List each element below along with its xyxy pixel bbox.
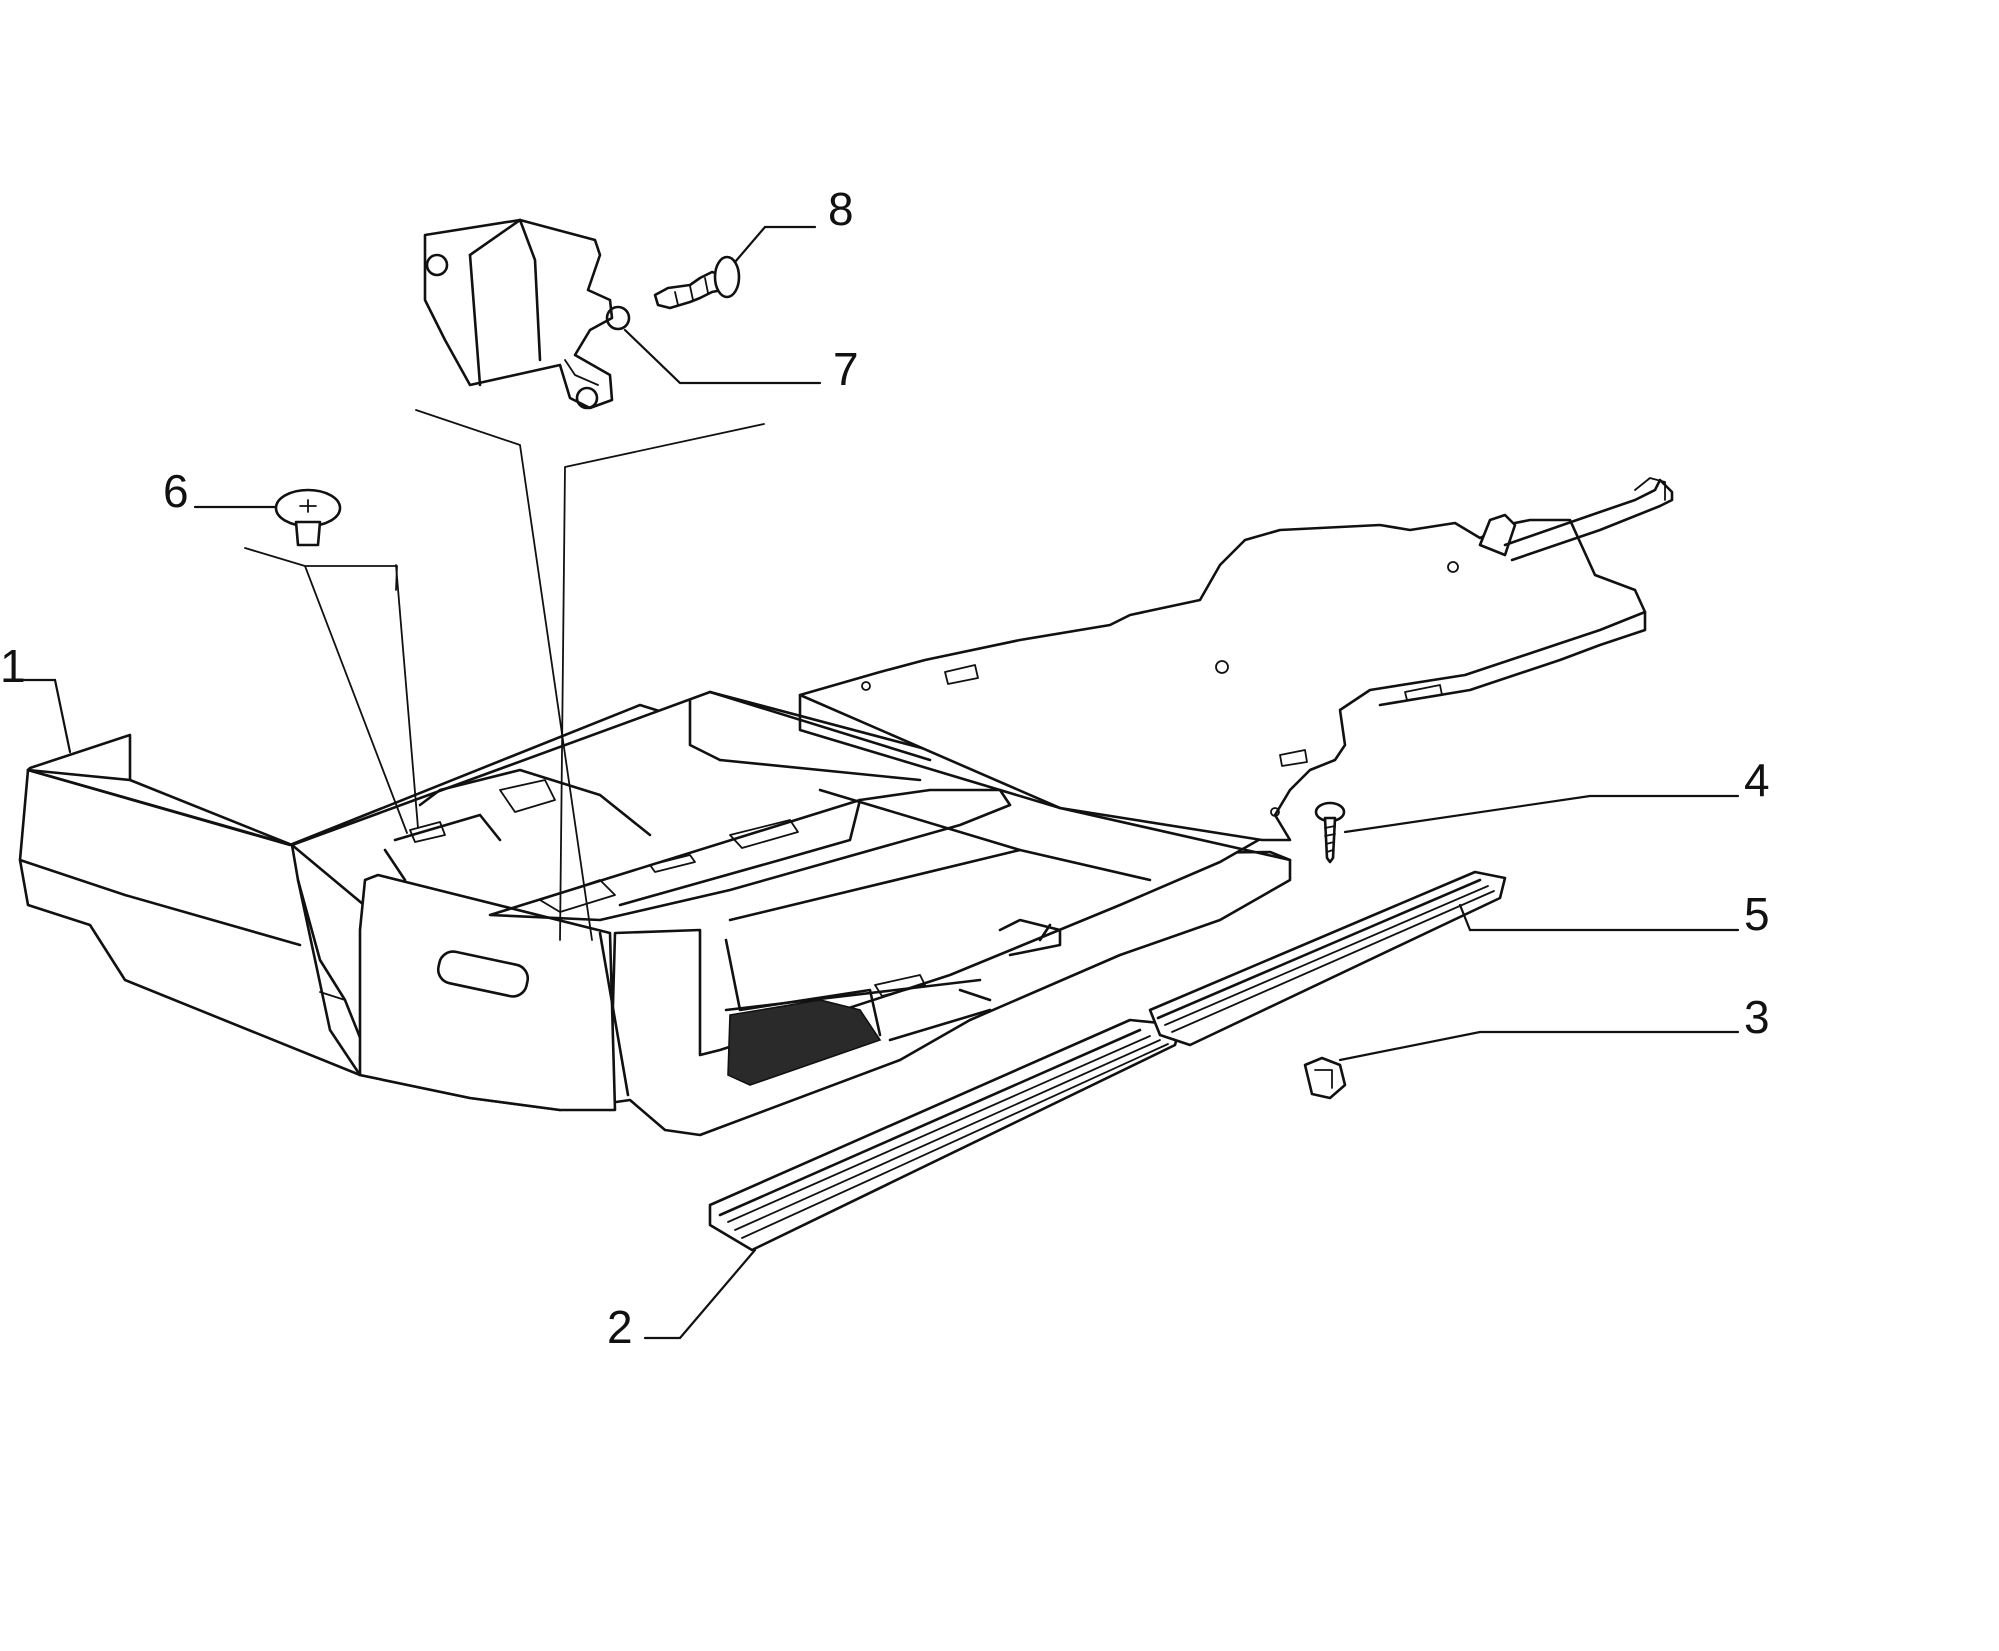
callout-3: 3	[1744, 991, 1770, 1043]
assembly-guide-lines	[244, 409, 765, 941]
sill-trim-part	[708, 870, 1507, 1252]
callout-6: 6	[163, 465, 189, 517]
callout-leaders	[12, 225, 1740, 1340]
callout-2: 2	[607, 1301, 633, 1353]
callout-5: 5	[1744, 888, 1770, 940]
floor-mat-part	[798, 477, 1674, 862]
callout-8: 8	[828, 183, 854, 235]
callout-1: 1	[0, 640, 26, 692]
bracket-part	[423, 218, 631, 410]
clip-nut-part	[1303, 1056, 1347, 1100]
screw-part	[1314, 801, 1346, 864]
callout-4: 4	[1744, 754, 1770, 806]
callout-labels: 1 2 3 4 5 6 7 8	[0, 183, 1770, 1353]
callout-7: 7	[833, 343, 859, 395]
push-fastener-part	[274, 488, 342, 547]
rivet-part	[653, 255, 741, 310]
